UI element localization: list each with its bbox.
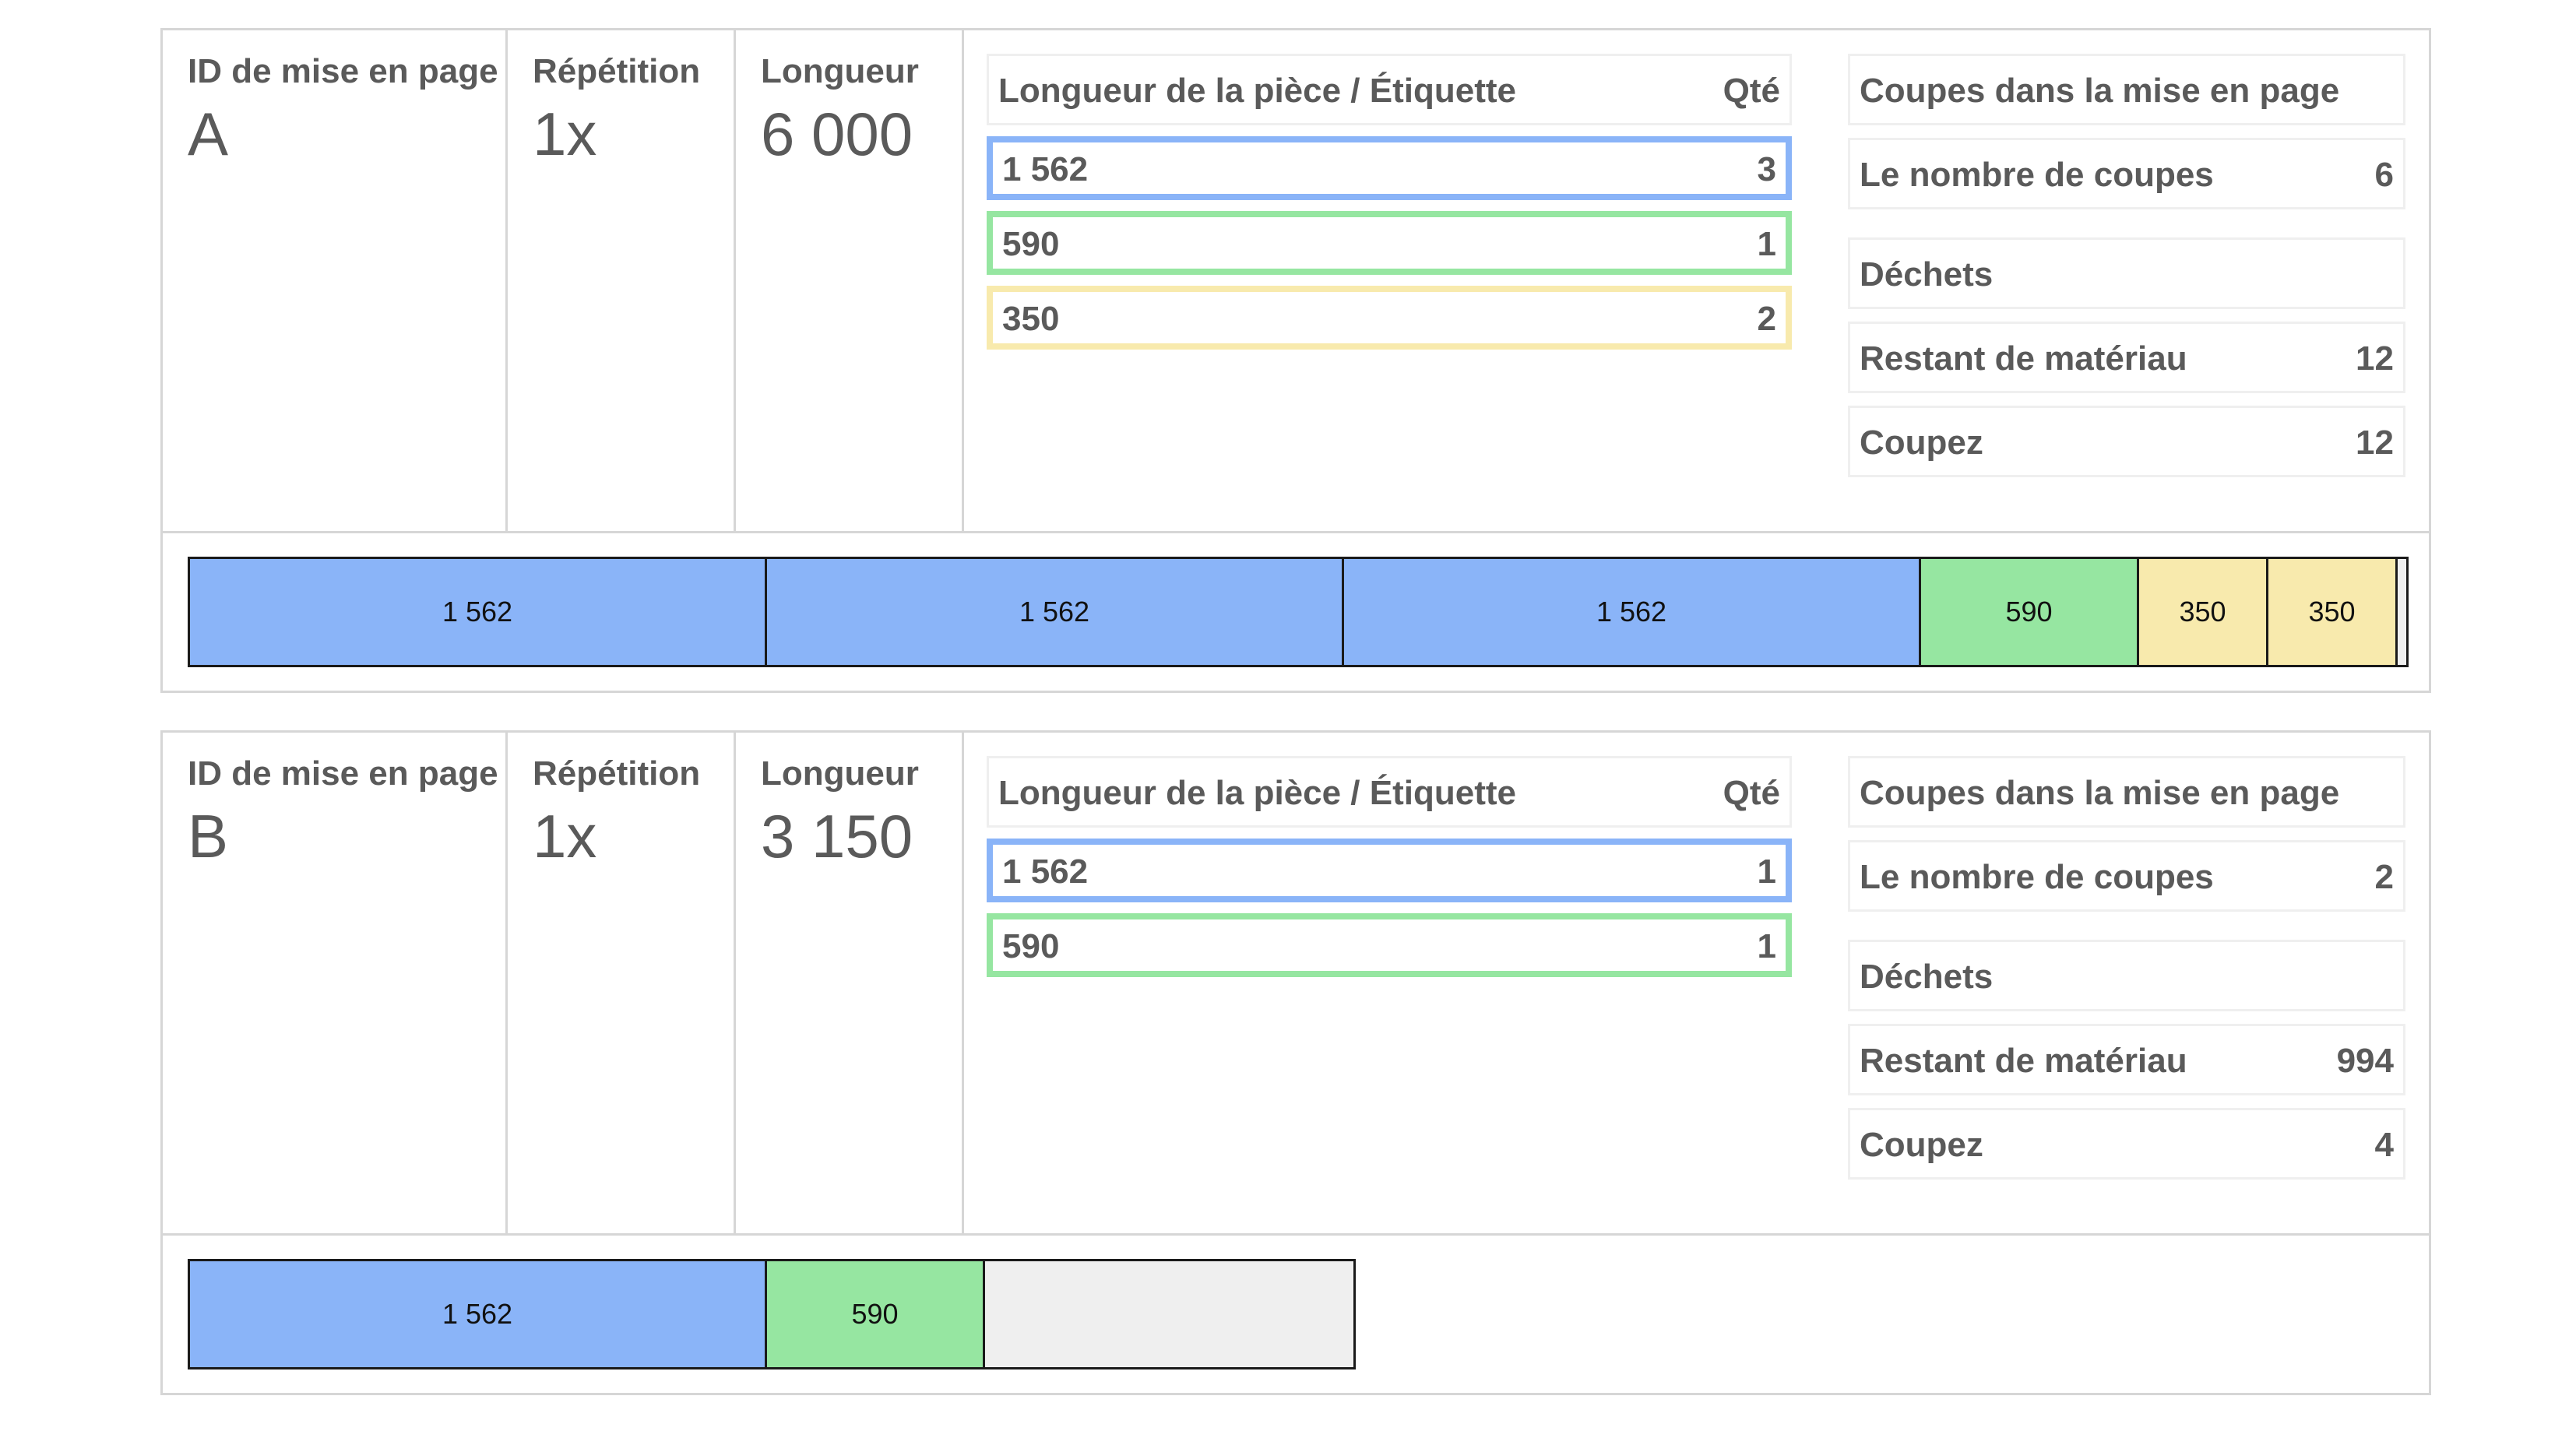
- remaining-material-value: 994: [2336, 1042, 2394, 1080]
- piece-row[interactable]: 590 1: [987, 913, 1792, 977]
- piece-length: 1 562: [1002, 853, 1089, 891]
- piece-length: 590: [1002, 225, 1060, 263]
- kerf-value: 4: [2374, 1126, 2394, 1164]
- remainder-segment: [985, 1261, 1354, 1367]
- piece-qty: 1: [1757, 927, 1776, 965]
- pieces-header-label: Longueur de la pièce / Étiquette: [998, 774, 1516, 812]
- pieces-table: Longueur de la pièce / Étiquette Qté 1 5…: [987, 54, 1792, 350]
- piece-qty: 3: [1757, 150, 1776, 188]
- layout-id-label: ID de mise en page: [188, 754, 498, 793]
- pieces-header-qty: Qté: [1723, 72, 1780, 110]
- layout-card-b: ID de mise en page B Répétition 1x Longu…: [160, 730, 2431, 1395]
- kerf: Coupez 4: [1848, 1108, 2405, 1180]
- kerf-value: 12: [2356, 424, 2394, 462]
- remaining-material: Restant de matériau 994: [1848, 1024, 2405, 1095]
- cut-segment[interactable]: 590: [1921, 559, 2139, 665]
- cut-segment[interactable]: 590: [767, 1261, 985, 1367]
- piece-qty: 2: [1757, 300, 1776, 338]
- cuts-stats: Coupes dans la mise en page Le nombre de…: [1848, 54, 2405, 490]
- piece-row[interactable]: 1 562 1: [987, 839, 1792, 902]
- layout-info-row: ID de mise en page A Répétition 1x Longu…: [163, 30, 2429, 533]
- remaining-material-label: Restant de matériau: [1860, 339, 2187, 378]
- piece-qty: 1: [1757, 225, 1776, 263]
- pieces-header: Longueur de la pièce / Étiquette Qté: [987, 756, 1792, 828]
- repetition-value: 1x: [533, 100, 597, 168]
- number-of-cuts-value: 6: [2374, 156, 2394, 194]
- cuts-stats: Coupes dans la mise en page Le nombre de…: [1848, 756, 2405, 1192]
- waste-header: Déchets: [1848, 237, 2405, 309]
- pieces-table: Longueur de la pièce / Étiquette Qté 1 5…: [987, 756, 1792, 977]
- layout-id-value: A: [188, 100, 229, 168]
- repetition-column: Répétition 1x: [508, 733, 736, 1233]
- repetition-column: Répétition 1x: [508, 30, 736, 531]
- repetition-value: 1x: [533, 802, 597, 870]
- piece-length: 1 562: [1002, 150, 1089, 188]
- length-value: 3 150: [761, 802, 913, 870]
- piece-row[interactable]: 350 2: [987, 286, 1792, 350]
- length-label: Longueur: [761, 754, 919, 793]
- length-label: Longueur: [761, 52, 919, 90]
- remaining-material-value: 12: [2356, 339, 2394, 378]
- waste-label: Déchets: [1860, 958, 1994, 996]
- remainder-segment: [2398, 559, 2406, 665]
- piece-row[interactable]: 590 1: [987, 211, 1792, 275]
- cuts-header: Coupes dans la mise en page: [1848, 756, 2405, 828]
- number-of-cuts-label: Le nombre de coupes: [1860, 156, 2214, 194]
- waste-header: Déchets: [1848, 940, 2405, 1011]
- number-of-cuts: Le nombre de coupes 2: [1848, 840, 2405, 912]
- piece-qty: 1: [1757, 853, 1776, 891]
- repetition-label: Répétition: [533, 52, 701, 90]
- remaining-material: Restant de matériau 12: [1848, 322, 2405, 393]
- number-of-cuts-value: 2: [2374, 858, 2394, 896]
- cut-segment[interactable]: 1 562: [767, 559, 1344, 665]
- remaining-material-label: Restant de matériau: [1860, 1042, 2187, 1080]
- layout-id-column: ID de mise en page B: [163, 733, 508, 1233]
- piece-length: 590: [1002, 927, 1060, 965]
- cut-segment[interactable]: 1 562: [1344, 559, 1921, 665]
- kerf-label: Coupez: [1860, 424, 1983, 462]
- layout-info-row: ID de mise en page B Répétition 1x Longu…: [163, 733, 2429, 1236]
- number-of-cuts: Le nombre de coupes 6: [1848, 138, 2405, 209]
- length-value: 6 000: [761, 100, 913, 168]
- cut-segment[interactable]: 1 562: [190, 1261, 767, 1367]
- cuts-header: Coupes dans la mise en page: [1848, 54, 2405, 125]
- piece-length: 350: [1002, 300, 1060, 338]
- pieces-header: Longueur de la pièce / Étiquette Qté: [987, 54, 1792, 125]
- cuts-header-label: Coupes dans la mise en page: [1860, 72, 2340, 110]
- piece-row[interactable]: 1 562 3: [987, 136, 1792, 200]
- cut-segment[interactable]: 1 562: [190, 559, 767, 665]
- layout-id-value: B: [188, 802, 229, 870]
- waste-label: Déchets: [1860, 255, 1994, 294]
- kerf: Coupez 12: [1848, 406, 2405, 477]
- pieces-header-label: Longueur de la pièce / Étiquette: [998, 72, 1516, 110]
- length-column: Longueur 3 150: [736, 733, 964, 1233]
- repetition-label: Répétition: [533, 754, 701, 793]
- length-column: Longueur 6 000: [736, 30, 964, 531]
- layout-id-label: ID de mise en page: [188, 52, 498, 90]
- pieces-header-qty: Qté: [1723, 774, 1780, 812]
- number-of-cuts-label: Le nombre de coupes: [1860, 858, 2214, 896]
- kerf-label: Coupez: [1860, 1126, 1983, 1164]
- cut-segment[interactable]: 350: [2268, 559, 2398, 665]
- layout-id-column: ID de mise en page A: [163, 30, 508, 531]
- cuts-header-label: Coupes dans la mise en page: [1860, 774, 2340, 812]
- cut-segment[interactable]: 350: [2139, 559, 2268, 665]
- layout-card-a: ID de mise en page A Répétition 1x Longu…: [160, 28, 2431, 693]
